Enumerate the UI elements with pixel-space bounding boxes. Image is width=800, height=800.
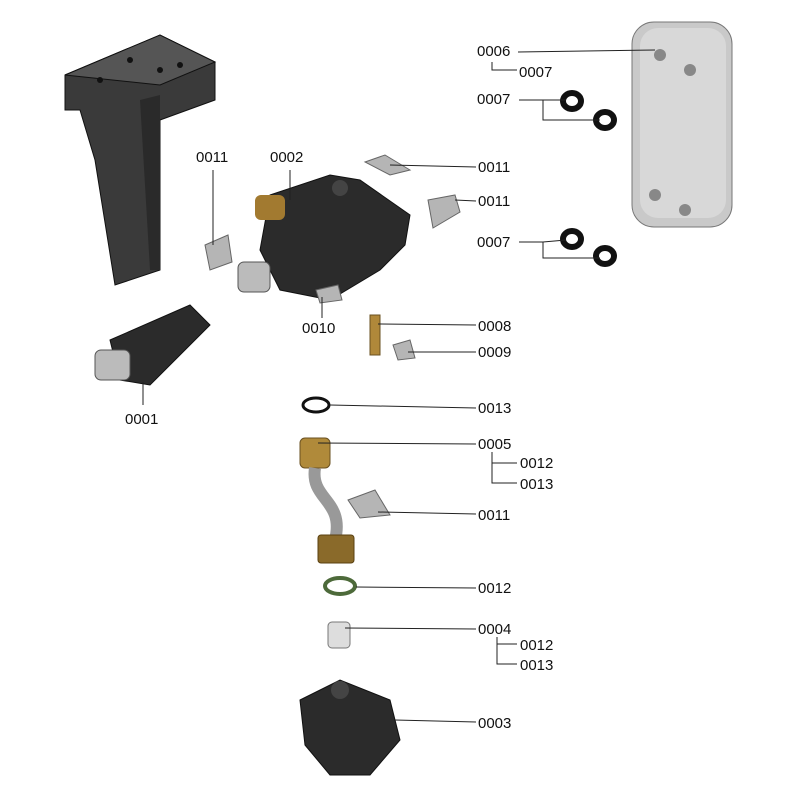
callout-label-0012b: 0012 xyxy=(478,580,511,597)
hydraulic-block xyxy=(237,174,411,301)
o-rings xyxy=(560,90,617,267)
callout-label-0010: 0010 xyxy=(302,320,335,337)
callout-label-0002: 0002 xyxy=(270,149,303,166)
callout-label-0012a: 0012 xyxy=(520,455,553,472)
callout-label-0007c: 0007 xyxy=(477,234,510,251)
callout-label-0009: 0009 xyxy=(478,344,511,361)
callout-labels: 0006 0007 0007 0011 0002 0011 0011 0007 0010 0008… xyxy=(125,43,553,732)
callout-label-0011a: 0011 xyxy=(196,149,228,166)
callout-label-0007a: 0007 xyxy=(519,64,552,81)
callout-label-0011d: 0011 xyxy=(478,507,510,524)
valve-motor xyxy=(94,304,211,386)
callout-label-0013b: 0013 xyxy=(520,476,553,493)
valve-body xyxy=(299,679,401,776)
sensor xyxy=(369,314,381,356)
callout-label-0006: 0006 xyxy=(477,43,510,60)
callout-label-0013a: 0013 xyxy=(478,400,511,417)
callout-label-0003: 0003 xyxy=(478,715,511,732)
callout-label-0008: 0008 xyxy=(478,318,511,335)
plate-heat-exchanger xyxy=(631,21,733,228)
callout-label-0005: 0005 xyxy=(478,436,511,453)
callout-label-0004: 0004 xyxy=(478,621,511,638)
o-ring xyxy=(301,396,331,414)
pipe xyxy=(299,437,355,564)
mounting-bracket xyxy=(64,34,217,286)
callout-label-0012c: 0012 xyxy=(520,637,553,654)
gasket xyxy=(323,576,357,596)
callout-label-0011c: 0011 xyxy=(478,193,510,210)
leader-lines xyxy=(142,49,656,723)
filter xyxy=(327,621,351,649)
callout-label-0001: 0001 xyxy=(125,411,158,428)
callout-label-0011b: 0011 xyxy=(478,159,510,176)
callout-label-0007b: 0007 xyxy=(477,91,510,108)
callout-label-0013c: 0013 xyxy=(520,657,553,674)
